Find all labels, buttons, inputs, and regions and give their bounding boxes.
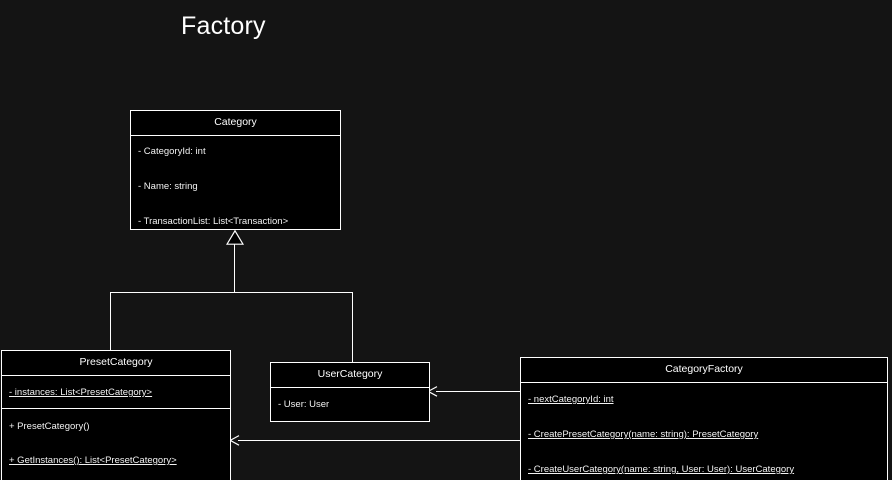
class-member: - TransactionList: List<Transaction> <box>138 216 289 227</box>
class-box-presetcategory[interactable]: PresetCategory - instances: List<PresetC… <box>1 350 231 480</box>
dependency-line-usercategory <box>436 391 520 392</box>
class-compartment-attributes-usercategory: - User: User <box>271 387 429 421</box>
class-compartment-attributes-presetcategory: - instances: List<PresetCategory> <box>2 375 230 408</box>
class-member: + PresetCategory() <box>9 421 90 432</box>
class-name-categoryfactory: CategoryFactory <box>665 363 743 375</box>
class-box-categoryfactory[interactable]: CategoryFactory - nextCategoryId: int - … <box>520 357 888 480</box>
class-member-static: - nextCategoryId: int <box>528 394 614 405</box>
class-compartment-operations-presetcategory: + PresetCategory() + GetInstances(): Lis… <box>2 408 230 475</box>
class-box-category[interactable]: Category - CategoryId: int - Name: strin… <box>130 110 341 230</box>
generalization-split-horizontal <box>110 292 353 293</box>
class-member-static: + GetInstances(): List<PresetCategory> <box>9 455 177 466</box>
class-box-usercategory[interactable]: UserCategory - User: User <box>270 362 430 422</box>
generalization-branch-presetcategory <box>110 292 111 351</box>
class-member-static: - instances: List<PresetCategory> <box>9 387 153 398</box>
generalization-branch-usercategory <box>352 292 353 362</box>
hollow-triangle-icon <box>226 230 244 245</box>
class-member: - CategoryId: int <box>138 146 206 157</box>
class-member-static: - CreatePresetCategory(name: string): Pr… <box>528 429 759 440</box>
dependency-line-presetcategory <box>238 440 520 441</box>
class-compartment-attributes-category: - CategoryId: int - Name: string - Trans… <box>131 135 340 229</box>
generalization-stem-vertical <box>234 244 235 293</box>
class-name-presetcategory: PresetCategory <box>79 356 153 368</box>
class-member: - Name: string <box>138 181 198 192</box>
class-member-static: - CreateUserCategory(name: string, User:… <box>528 464 795 475</box>
class-name-category: Category <box>214 116 257 128</box>
class-name-usercategory: UserCategory <box>317 368 383 380</box>
class-compartment-members-categoryfactory: - nextCategoryId: int - CreatePresetCate… <box>521 382 887 480</box>
class-member: - User: User <box>278 399 330 410</box>
diagram-title: Factory <box>181 12 266 40</box>
